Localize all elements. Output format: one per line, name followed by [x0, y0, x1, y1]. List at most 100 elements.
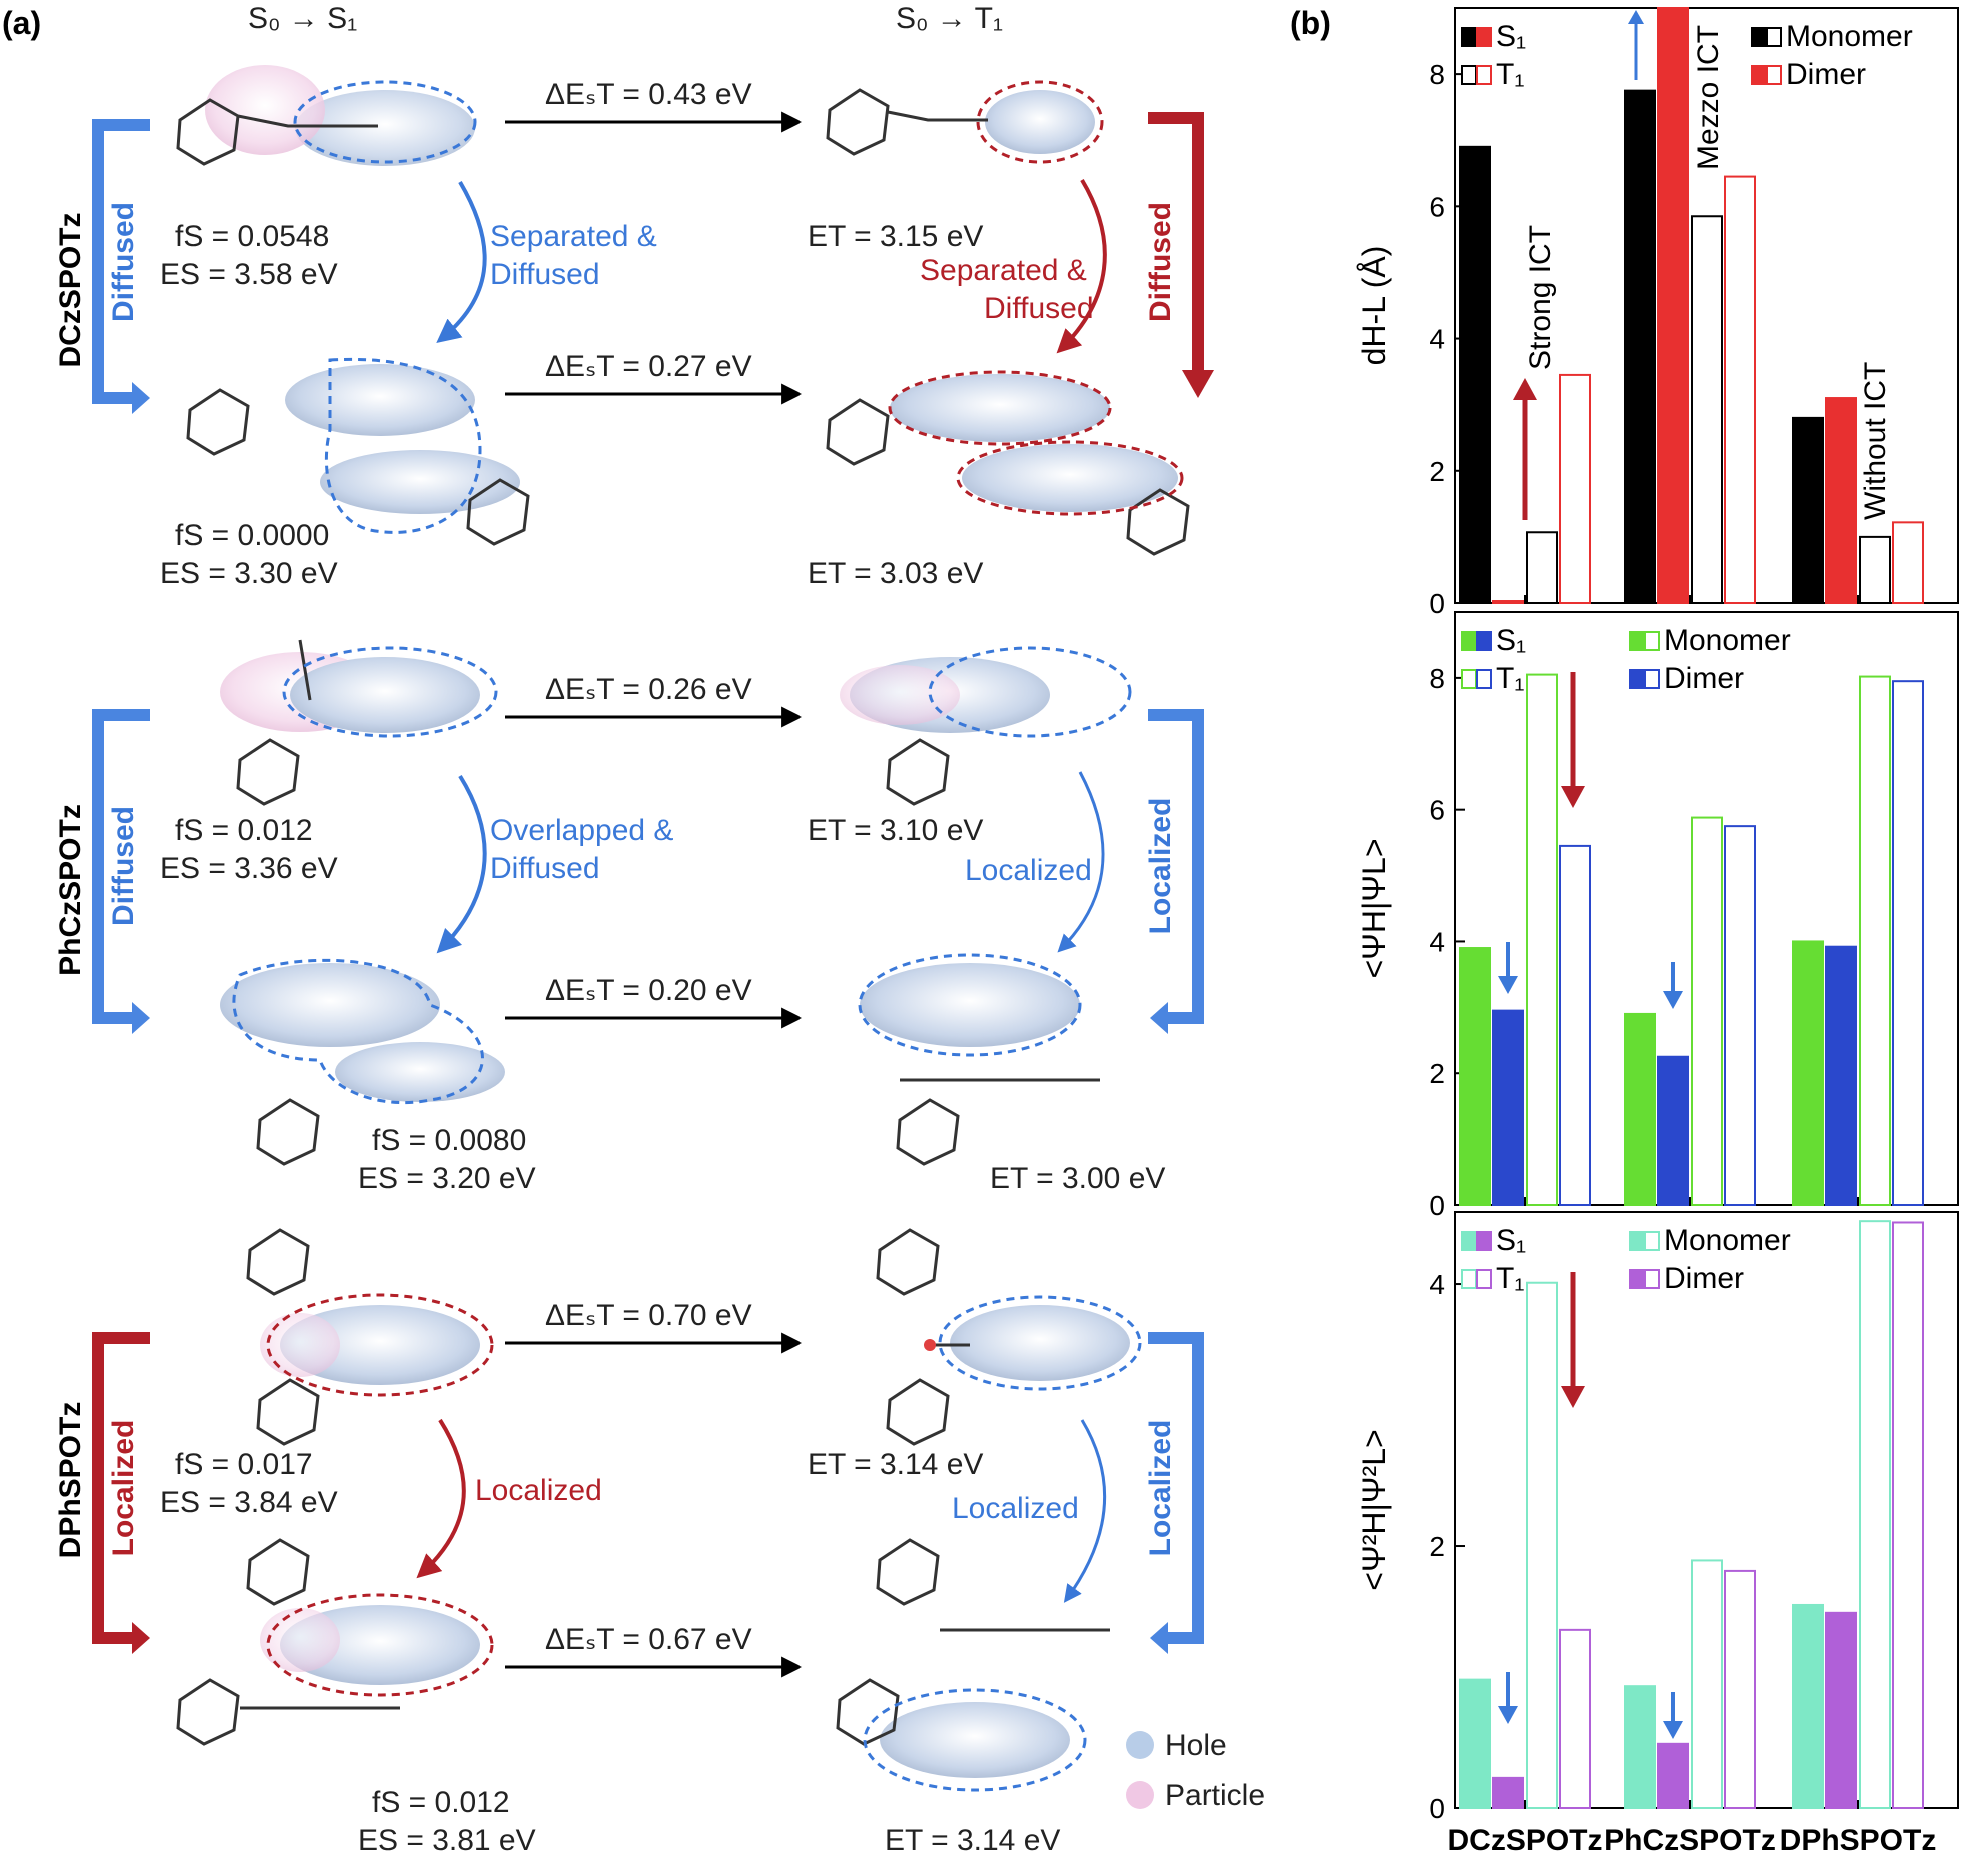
dimer-s-f: fS = 0.012	[372, 1786, 510, 1819]
right-bracket-label: Localized	[1144, 798, 1177, 935]
bar	[1724, 825, 1756, 1207]
molecule-mono-t	[826, 80, 1104, 164]
bracket-arrowhead	[1182, 370, 1214, 398]
block-dczspotz: DCzSPOTz Diffused Diffused fS = 0.0548 E…	[54, 65, 1214, 590]
bar	[1459, 1678, 1491, 1809]
right-middle-1: Localized	[952, 1492, 1079, 1525]
bar	[1624, 1685, 1656, 1809]
left-middle-1: Separated &	[490, 220, 657, 253]
hole-region-ring	[282, 646, 498, 738]
left-curve-arrow	[416, 1418, 466, 1579]
mono-t-e: ET = 3.15 eV	[808, 220, 983, 253]
hole-region-ring	[928, 646, 1132, 738]
category-label: DCzSPOTz	[1447, 1824, 1602, 1857]
molecule-dimer-t	[826, 370, 1190, 556]
header-s0-t1: S₀ → T₁	[896, 2, 1003, 35]
bar	[1825, 945, 1857, 1207]
legend-swatch	[1644, 669, 1660, 689]
panel-a-label: (a)	[2, 5, 41, 41]
bar	[1724, 1569, 1756, 1810]
molecule-mono-t	[840, 646, 1132, 806]
right-middle-1: Separated &	[920, 254, 1087, 287]
molecule-dimer-t	[836, 1538, 1110, 1792]
molecule-dimer-s	[220, 958, 505, 1166]
legend-monomer: Monomer	[1664, 1224, 1791, 1257]
legend-s1: S₁	[1496, 1224, 1526, 1257]
annotation-2: Mezzo ICT	[1692, 25, 1725, 170]
y-tick-label: 2	[1429, 1531, 1445, 1562]
left-bracket-label: Localized	[107, 1420, 140, 1557]
bar	[1459, 145, 1491, 604]
dest-top: ΔEₛT = 0.26 eV	[545, 673, 752, 706]
left-middle-2: Diffused	[490, 258, 600, 291]
left-bracket	[92, 119, 150, 404]
legend-t1: T₁	[1496, 662, 1524, 695]
decrease-arrowhead	[1663, 1721, 1683, 1739]
legend-t1: T₁	[1496, 58, 1524, 91]
hole-label: Hole	[1165, 1729, 1227, 1762]
dest-bottom: ΔEₛT = 0.20 eV	[545, 974, 752, 1007]
y-tick-label: 6	[1429, 191, 1445, 222]
mono-s-f: fS = 0.0548	[175, 220, 329, 253]
decrease-arrowhead	[1561, 786, 1585, 808]
legend-swatch	[1476, 669, 1492, 689]
bar	[1492, 1009, 1524, 1207]
mono-s-f: fS = 0.012	[175, 814, 313, 847]
legend-s1: S₁	[1496, 20, 1526, 53]
legend-swatch	[1751, 27, 1767, 47]
legend-t1: T₁	[1496, 1262, 1524, 1295]
decrease-arrowhead	[1561, 1386, 1585, 1408]
molecule-label: DPhSPOTz	[54, 1402, 87, 1559]
mono-t-e: ET = 3.10 eV	[808, 814, 983, 847]
bracket-arrowhead	[132, 1002, 150, 1034]
particle-label: Particle	[1165, 1779, 1265, 1812]
legend-swatch	[1629, 1269, 1645, 1289]
y-tick-label: 2	[1429, 456, 1445, 487]
hole-region-ring	[293, 80, 477, 164]
bracket-arrowhead	[132, 1622, 150, 1654]
legend-dimer: Dimer	[1786, 58, 1866, 91]
bar	[1792, 416, 1824, 604]
left-curve-arrow	[436, 774, 487, 954]
decrease-arrowhead	[1663, 991, 1683, 1009]
bar	[1724, 175, 1756, 604]
legend-swatch	[1461, 669, 1477, 689]
hole-particle-legend: Hole Particle	[1126, 1729, 1265, 1812]
decrease-arrowhead	[1498, 1706, 1518, 1724]
molecule-dimer-s	[176, 1538, 494, 1746]
legend-swatch	[1461, 1269, 1477, 1289]
left-bracket	[92, 709, 150, 1024]
right-bracket	[1148, 112, 1204, 380]
hole-region-ring	[938, 1295, 1142, 1391]
y-axis-label: <ΨH|ΨL>	[1356, 838, 1392, 978]
y-tick-label: 2	[1429, 1058, 1445, 1089]
left-bracket	[92, 1332, 150, 1644]
header-s0-s1: S₀ → S₁	[248, 2, 357, 35]
bar	[1691, 1559, 1723, 1810]
mono-t-e: ET = 3.14 eV	[808, 1448, 983, 1481]
category-label: PhCzSPOTz	[1604, 1824, 1776, 1857]
legend-swatch	[1476, 631, 1492, 651]
bar	[1559, 1628, 1591, 1810]
legend-swatch	[1461, 27, 1477, 47]
category-label: DPhSPOTz	[1780, 1824, 1937, 1857]
legend-monomer: Monomer	[1664, 624, 1791, 657]
legend-swatch	[1461, 1231, 1477, 1251]
hole-region-ring	[956, 440, 1184, 516]
hole-region-ring	[888, 370, 1112, 446]
annotation-3: Without ICT	[1859, 362, 1892, 520]
y-tick-label: 8	[1429, 663, 1445, 694]
legend-swatch	[1629, 669, 1645, 689]
right-bracket-label: Diffused	[1144, 202, 1177, 322]
bar	[1792, 1603, 1824, 1810]
mono-s-f: fS = 0.017	[175, 1448, 313, 1481]
dimer-s-f: fS = 0.0000	[175, 519, 329, 552]
bar	[1657, 1055, 1689, 1206]
molecule-label: DCzSPOTz	[54, 212, 87, 367]
dimer-t-e: ET = 3.00 eV	[990, 1162, 1165, 1195]
y-axis-label: <Ψ²H|Ψ²L>	[1356, 1429, 1392, 1590]
legend-swatch	[1644, 1231, 1660, 1251]
y-tick-label: 0	[1429, 588, 1445, 619]
